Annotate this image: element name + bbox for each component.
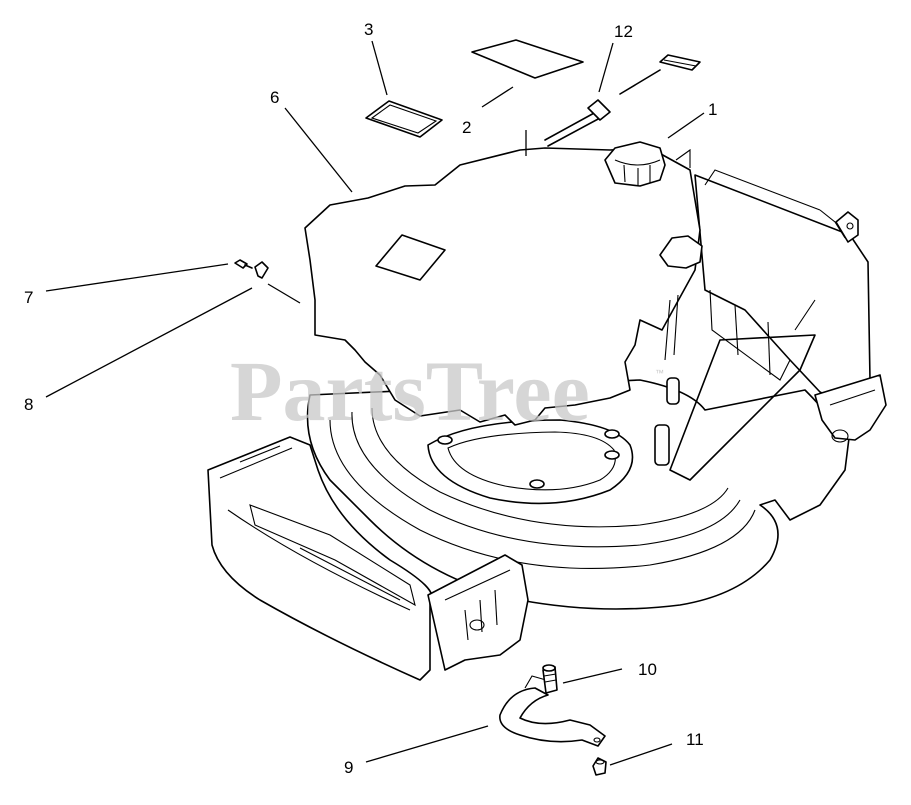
bolt-10 [542, 664, 558, 694]
leader-3 [371, 40, 388, 96]
callout-7: 7 [24, 288, 33, 307]
callout-11: 11 [686, 730, 704, 749]
leader-2 [481, 86, 514, 108]
callout-9: 9 [344, 758, 353, 777]
leader-9 [365, 725, 489, 763]
mower-deck [207, 169, 887, 681]
leader-6 [284, 107, 353, 193]
callouts: 1 2 3 6 7 8 9 10 11 12 [24, 20, 717, 777]
clip-8 [254, 261, 269, 279]
screw-7 [234, 259, 253, 269]
leader-1 [667, 112, 705, 139]
leader-7 [45, 263, 229, 292]
leader-11 [609, 743, 673, 766]
watermark-trademark: ™ [655, 368, 664, 378]
watermark-text: PartsTree [230, 343, 590, 439]
callout-6: 6 [270, 88, 279, 107]
engine-shroud [304, 141, 859, 466]
callout-2: 2 [462, 118, 471, 137]
leader-8 [45, 287, 253, 398]
leader-10 [562, 668, 623, 684]
watermark: PartsTree ™ [230, 343, 664, 439]
decal-3 [365, 100, 443, 138]
bracket-9 [499, 675, 606, 747]
callout-8: 8 [24, 395, 33, 414]
decal-plate-2 [471, 39, 584, 79]
callout-1: 1 [708, 100, 717, 119]
leader-8b [267, 283, 301, 304]
callout-3: 3 [364, 20, 373, 39]
cable-12 [544, 54, 701, 147]
callout-10: 10 [638, 660, 657, 679]
nut-11 [592, 757, 607, 776]
leader-lines [45, 40, 705, 766]
leader-12 [598, 42, 614, 93]
callout-12: 12 [614, 22, 633, 41]
